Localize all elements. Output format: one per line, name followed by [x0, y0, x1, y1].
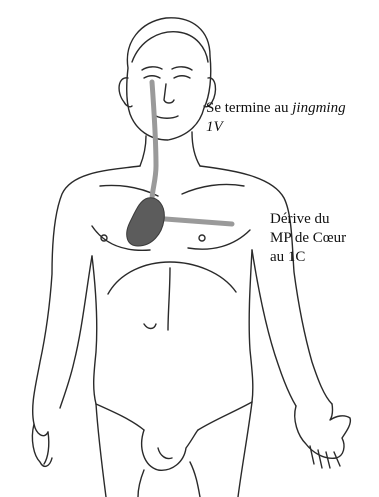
collarbone-right	[182, 184, 244, 194]
terminus-line1: Se termine au jingming	[206, 99, 346, 118]
right-leg	[238, 402, 252, 497]
right-eye	[174, 76, 190, 78]
hair-line	[132, 32, 208, 62]
right-nipple	[199, 235, 205, 241]
navel	[144, 324, 156, 329]
nose	[164, 84, 174, 103]
origin-line3: au 1C	[270, 248, 346, 267]
left-inner-leg	[138, 470, 144, 497]
mouth	[156, 116, 178, 118]
groin-right	[198, 402, 252, 430]
left-leg	[96, 404, 106, 497]
heart-shape	[127, 198, 165, 246]
right-inner-arm	[252, 250, 296, 406]
origin-line2: MP de Cœur	[270, 229, 346, 248]
neck-left	[140, 136, 146, 166]
right-shoulder-arm	[200, 166, 332, 404]
left-hand	[32, 424, 52, 466]
left-inner-arm	[60, 256, 92, 408]
origin-label: Dérive du MP de Cœur au 1C	[270, 210, 346, 267]
terminus-point-name: jingming	[292, 100, 345, 116]
rib-arch	[108, 262, 236, 294]
right-inner-leg	[190, 462, 200, 497]
head-outline	[127, 18, 211, 140]
collarbone-left	[100, 185, 158, 196]
left-ear	[119, 78, 132, 107]
torso-left	[92, 256, 97, 404]
terminus-point-code: 1V	[206, 118, 346, 137]
groin-left	[96, 404, 144, 430]
torso-right	[249, 250, 253, 402]
genitals	[142, 430, 198, 470]
left-shoulder-arm	[33, 166, 140, 436]
terminus-prefix: Se termine au	[206, 100, 292, 116]
left-eye	[144, 76, 160, 78]
origin-line1: Dérive du	[270, 210, 346, 229]
right-hand	[295, 404, 351, 458]
terminus-label: Se termine au jingming 1V	[206, 99, 346, 137]
pectoral-right	[188, 230, 250, 249]
abdomen-line	[168, 268, 170, 330]
right-eyebrow	[172, 67, 192, 70]
neck-right	[192, 132, 200, 166]
left-eyebrow	[142, 67, 162, 70]
genitals-detail	[158, 448, 172, 459]
